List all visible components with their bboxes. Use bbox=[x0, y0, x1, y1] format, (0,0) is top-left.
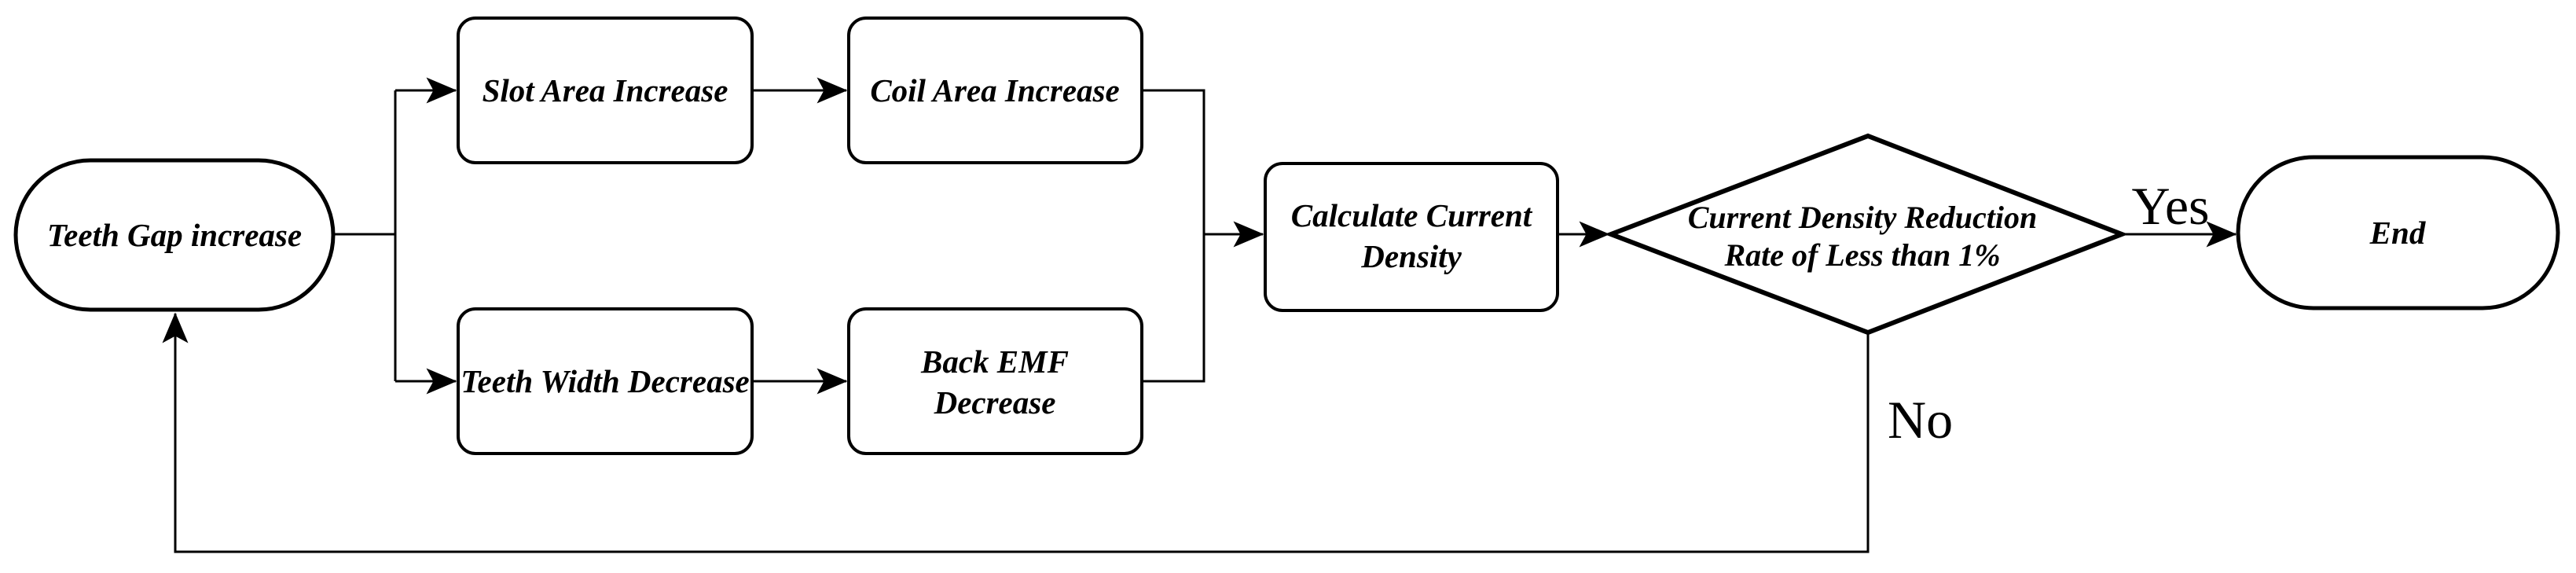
node-decision-label-line1: Current Density Reduction bbox=[1688, 200, 2038, 235]
edge-label-no: No bbox=[1888, 390, 1953, 450]
node-group: Teeth Gap increase Slot Area Increase Co… bbox=[13, 17, 2560, 455]
node-coil-area-process bbox=[847, 17, 1143, 164]
node-back-emf-process bbox=[847, 307, 1143, 455]
node-calculate-label-line2: Density bbox=[1360, 238, 1462, 274]
edge-group bbox=[162, 77, 2237, 553]
node-start-label: Teeth Gap increase bbox=[47, 217, 302, 253]
node-coil-area-label: Coil Area Increase bbox=[870, 72, 1119, 108]
node-slot-area-label: Slot Area Increase bbox=[483, 72, 728, 108]
node-calculate-process bbox=[1264, 162, 1559, 312]
edge-label-group: Yes No bbox=[1888, 176, 2209, 450]
node-end-terminator bbox=[2236, 155, 2560, 310]
edge-decision-no-to-start bbox=[162, 312, 1870, 553]
node-slot-area-process bbox=[457, 17, 754, 164]
node-back-emf-label-line1: Back EMF bbox=[920, 343, 1069, 380]
edge-merge-join bbox=[1142, 89, 1205, 383]
node-decision-label-line2: Rate of Less than 1% bbox=[1723, 237, 2000, 273]
node-teeth-width-label: Teeth Width Decrease bbox=[461, 363, 749, 399]
node-back-emf-label-line2: Decrease bbox=[934, 384, 1056, 421]
edge-label-yes: Yes bbox=[2132, 176, 2210, 236]
node-decision-diamond bbox=[1604, 133, 2129, 336]
node-end-label: End bbox=[2369, 215, 2426, 251]
node-teeth-width-process bbox=[457, 307, 754, 455]
node-start-terminator bbox=[13, 158, 336, 312]
node-calculate-label-line1: Calculate Current bbox=[1291, 197, 1533, 233]
